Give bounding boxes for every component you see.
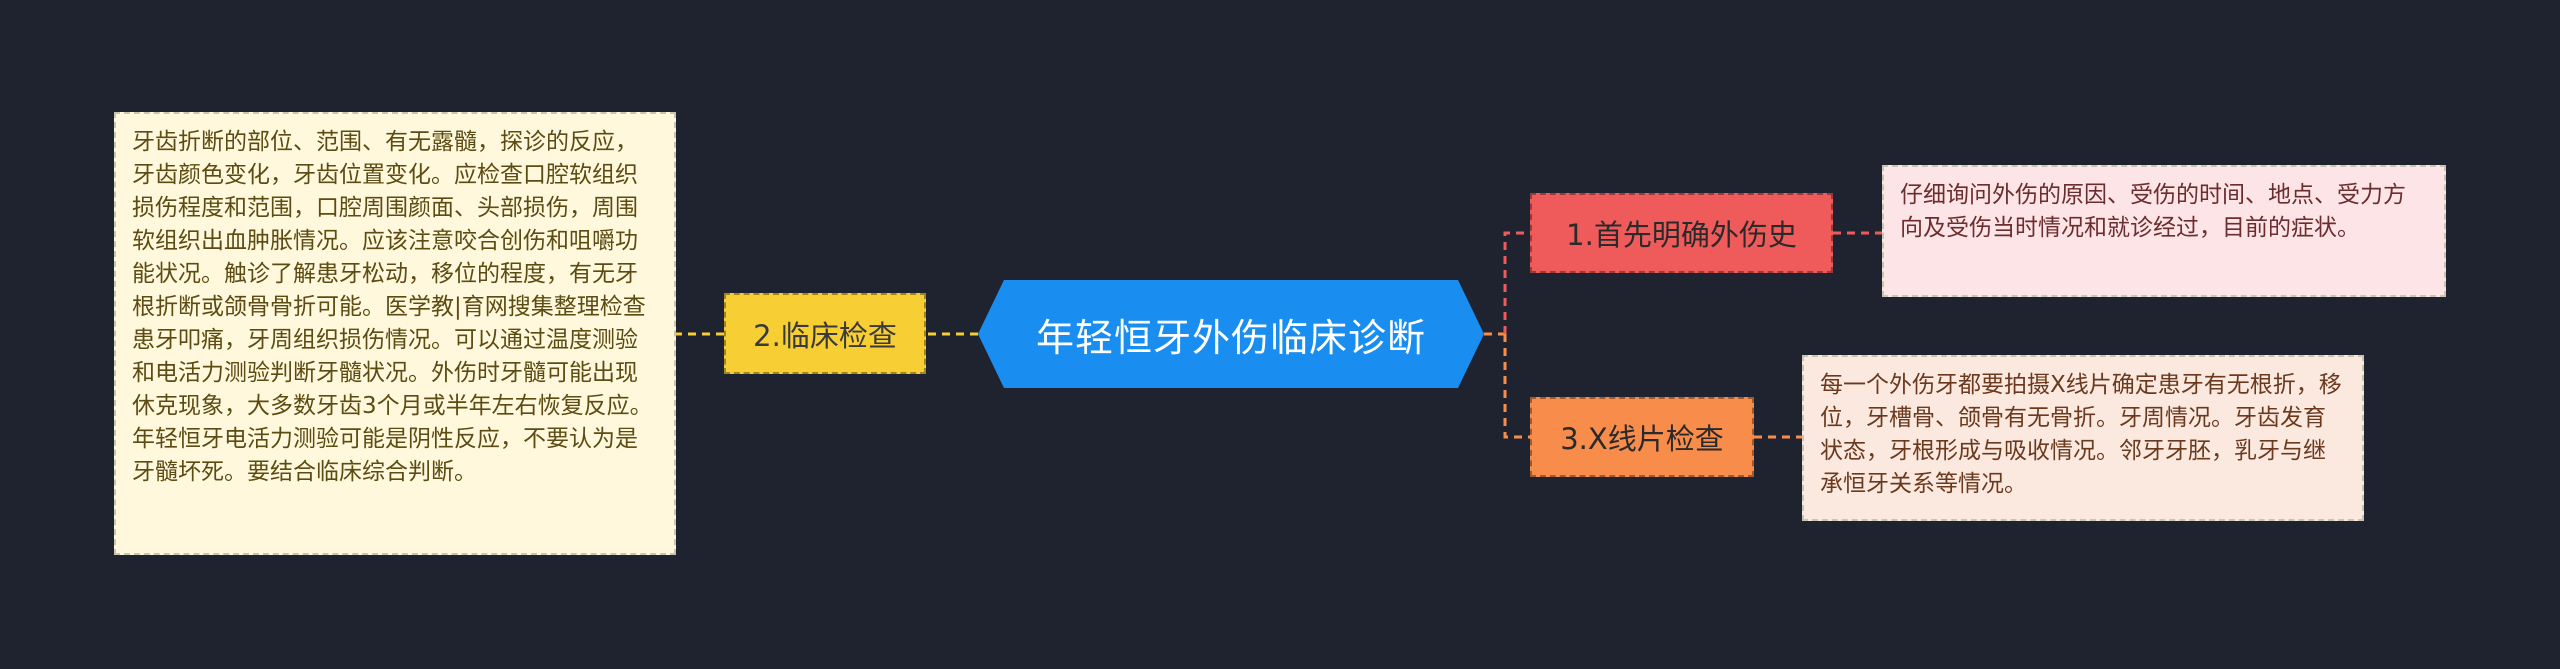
branch-xray-exam[interactable]: 3.X线片检查 [1530,397,1754,477]
central-topic[interactable]: 年轻恒牙外伤临床诊断 [978,280,1484,388]
connector-trunk-to-branch3 [1503,334,1530,439]
branch-xray-exam-label: 3.X线片检查 [1560,422,1724,456]
branch-clinical-exam-label: 2.临床检查 [753,318,897,353]
branch-clinical-exam[interactable]: 2.临床检查 [724,293,926,374]
leaf-history-detail: 仔细询问外伤的原因、受伤的时间、地点、受力方向及受伤当时情况和就诊经过，目前的症… [1882,165,2446,297]
connector-trunk-to-branch1 [1503,231,1530,334]
branch-history[interactable]: 1.首先明确外伤史 [1530,193,1833,273]
leaf-clinical-exam-detail: 牙齿折断的部位、范围、有无露髓，探诊的反应，牙齿颜色变化，牙齿位置变化。应检查口… [114,112,676,555]
central-topic-label: 年轻恒牙外伤临床诊断 [1035,315,1426,360]
branch-history-label: 1.首先明确外伤史 [1566,218,1797,252]
leaf-xray-exam-detail: 每一个外伤牙都要拍摄X线片确定患牙有无根折，移位，牙槽骨、颌骨有无骨折。牙周情况… [1802,355,2364,521]
